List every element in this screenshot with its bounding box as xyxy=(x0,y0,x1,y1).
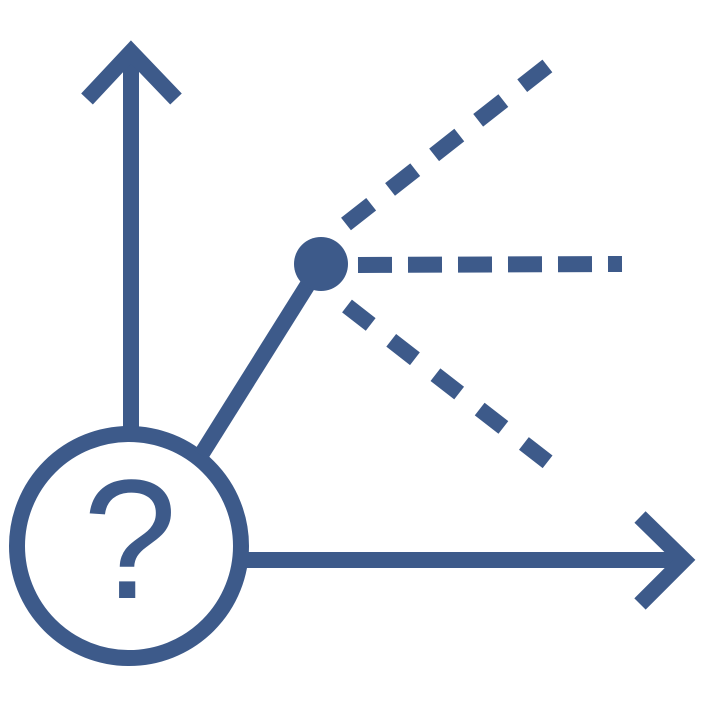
unknown-circle xyxy=(9,426,249,666)
y-axis-arrowhead xyxy=(81,40,182,105)
x-axis-arrowhead xyxy=(634,511,696,610)
node-dot xyxy=(294,237,348,291)
question-mark-glyph: ? xyxy=(82,445,178,635)
connector-line xyxy=(194,273,319,460)
dashed-ray-upper xyxy=(341,53,560,231)
dashed-ray-lower xyxy=(342,299,558,473)
dashed-ray-middle xyxy=(357,256,623,273)
